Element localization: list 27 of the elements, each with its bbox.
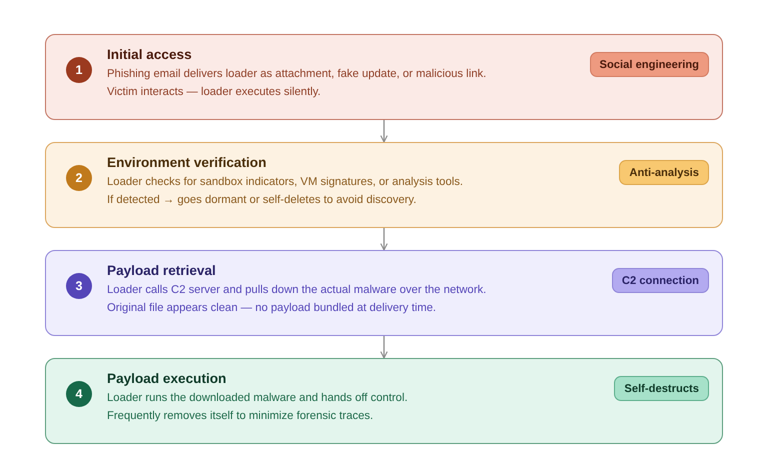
stage-description: Loader checks for sandbox indicators, VM signatures, or analysis tools.	[107, 176, 464, 188]
stage-description: Victim interacts — loader executes silently.	[107, 86, 321, 98]
step-number: 2	[66, 165, 92, 191]
stage-title: Environment verification	[107, 155, 266, 170]
stage-description: Frequently removes itself to minimize forensic traces.	[107, 410, 374, 422]
category-tag: Anti-analysis	[619, 160, 709, 185]
category-tag: C2 connection	[612, 268, 709, 293]
stage-description: Phishing email delivers loader as attachment, fake update, or malicious link.	[107, 68, 486, 80]
arrow	[380, 228, 388, 251]
stage-title: Payload execution	[107, 371, 226, 386]
category-tag: Self-destructs	[614, 376, 709, 401]
arrow	[380, 120, 388, 143]
category-tag: Social engineering	[590, 52, 709, 77]
step-number: 4	[66, 381, 92, 407]
stage-description: If detected → goes dormant or self-deletes to avoid discovery.	[107, 194, 416, 206]
step-number: 3	[66, 273, 92, 299]
arrow	[380, 336, 388, 359]
step-number: 1	[66, 57, 92, 83]
stage-card	[45, 358, 723, 444]
stage-description: Loader runs the downloaded malware and hands off control.	[107, 392, 408, 404]
stage-card	[45, 34, 723, 120]
stage-title: Payload retrieval	[107, 263, 216, 278]
stage-card	[45, 250, 723, 336]
stage-card	[45, 142, 723, 228]
stage-description: Original file appears clean — no payload bundled at delivery time.	[107, 302, 436, 314]
stage-title: Initial access	[107, 47, 192, 62]
stage-description: Loader calls C2 server and pulls down the actual malware over the network.	[107, 284, 486, 296]
